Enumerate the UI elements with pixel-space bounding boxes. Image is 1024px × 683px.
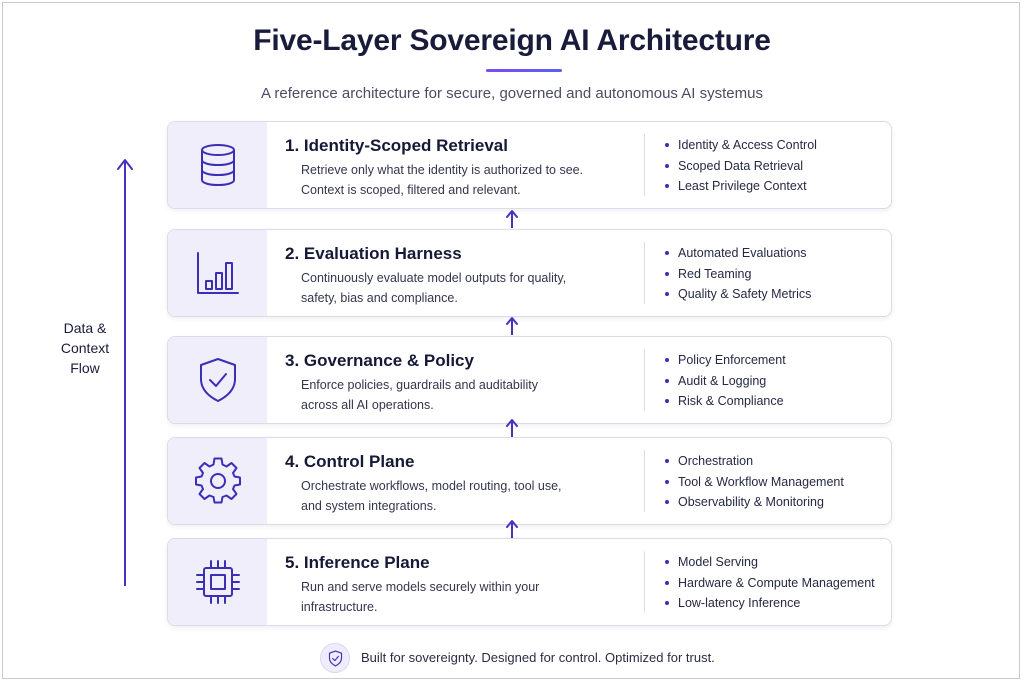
- flow-arrow-icon: [117, 159, 133, 586]
- layer-feature: Red Teaming: [662, 264, 811, 285]
- layer-feature: Orchestration: [662, 451, 844, 472]
- shield-check-icon: [328, 649, 342, 667]
- layer-divider: [644, 551, 645, 613]
- layer-description-line: infrastructure.: [301, 600, 378, 614]
- layer-feature-list: Orchestration Tool & Workflow Management…: [662, 451, 844, 513]
- layer-description-line: Retrieve only what the identity is autho…: [301, 163, 584, 177]
- layer-icon-panel: [168, 438, 267, 524]
- layer-card-governance-policy: 3. Governance & Policy Enforce policies,…: [167, 336, 892, 424]
- page-subtitle: A reference architecture for secure, gov…: [261, 85, 763, 102]
- layer-feature: Risk & Compliance: [662, 391, 786, 412]
- layer-feature: Least Privilege Context: [662, 176, 817, 197]
- layer-description: Orchestrate workflows, model routing, to…: [301, 476, 621, 516]
- arrow-up-icon: [506, 419, 518, 437]
- layer-feature: Model Serving: [662, 552, 875, 573]
- layer-description: Enforce policies, guardrails and auditab…: [301, 375, 621, 415]
- layer-feature: Identity & Access Control: [662, 135, 817, 156]
- layer-feature: Tool & Workflow Management: [662, 472, 844, 493]
- layer-feature: Scoped Data Retrieval: [662, 156, 817, 177]
- page-title: Five-Layer Sovereign AI Architecture: [253, 24, 771, 57]
- layer-description: Run and serve models securely within you…: [301, 577, 621, 617]
- layer-description-line: Continuously evaluate model outputs for …: [301, 271, 567, 285]
- shield-check-icon: [199, 358, 236, 402]
- layer-divider: [644, 450, 645, 512]
- layer-description-line: Context is scoped, filtered and relevant…: [301, 183, 521, 197]
- footer-tagline: Built for sovereignty. Designed for cont…: [361, 650, 715, 665]
- layer-card-control-plane: 4. Control Plane Orchestrate workflows, …: [167, 437, 892, 525]
- layer-feature: Observability & Monitoring: [662, 492, 844, 513]
- layer-feature-list: Identity & Access Control Scoped Data Re…: [662, 135, 817, 197]
- layer-title: 3. Governance & Policy: [285, 351, 474, 370]
- layer-feature: Hardware & Compute Management: [662, 573, 875, 594]
- layer-description-line: Enforce policies, guardrails and auditab…: [301, 378, 538, 392]
- layer-feature: Low-latency Inference: [662, 593, 875, 614]
- layer-title: 2. Evaluation Harness: [285, 244, 462, 263]
- layer-divider: [644, 349, 645, 411]
- chip-icon: [195, 560, 240, 604]
- layer-card-inference-plane: 5. Inference Plane Run and serve models …: [167, 538, 892, 626]
- layer-feature: Policy Enforcement: [662, 350, 786, 371]
- layer-description-line: safety, bias and compliance.: [301, 291, 458, 305]
- layer-card-identity-scoped-retrieval: 1. Identity-Scoped Retrieval Retrieve on…: [167, 121, 892, 209]
- flow-label: Data & Context Flow: [40, 318, 130, 378]
- flow-label-line: Flow: [70, 360, 100, 376]
- arrow-up-icon: [506, 317, 518, 335]
- bar-chart-icon: [196, 252, 239, 294]
- layer-feature: Quality & Safety Metrics: [662, 284, 811, 305]
- layer-feature: Audit & Logging: [662, 371, 786, 392]
- layer-icon-panel: [168, 337, 267, 423]
- layer-title: 1. Identity-Scoped Retrieval: [285, 136, 508, 155]
- layer-description-line: and system integrations.: [301, 499, 437, 513]
- footer-badge: [320, 643, 350, 673]
- layer-divider: [644, 242, 645, 304]
- layer-description-line: Orchestrate workflows, model routing, to…: [301, 479, 562, 493]
- layer-description-line: Run and serve models securely within you…: [301, 580, 540, 594]
- flow-label-line: Context: [60, 340, 110, 356]
- layer-icon-panel: [168, 539, 267, 625]
- arrow-up-icon: [506, 210, 518, 228]
- database-icon: [200, 144, 235, 187]
- layer-description: Retrieve only what the identity is autho…: [301, 160, 621, 200]
- layer-description: Continuously evaluate model outputs for …: [301, 268, 621, 308]
- layer-feature-list: Model Serving Hardware & Compute Managem…: [662, 552, 875, 614]
- layer-icon-panel: [168, 230, 267, 316]
- layer-title: 4. Control Plane: [285, 452, 415, 471]
- layer-description-line: across all AI operations.: [301, 398, 434, 412]
- layer-icon-panel: [168, 122, 267, 208]
- arrow-up-icon: [506, 520, 518, 538]
- layer-feature-list: Policy Enforcement Audit & Logging Risk …: [662, 350, 786, 412]
- layer-feature-list: Automated Evaluations Red Teaming Qualit…: [662, 243, 811, 305]
- layer-feature: Automated Evaluations: [662, 243, 811, 264]
- title-underline: [486, 69, 562, 72]
- layer-title: 5. Inference Plane: [285, 553, 430, 572]
- layer-card-evaluation-harness: 2. Evaluation Harness Continuously evalu…: [167, 229, 892, 317]
- gear-icon: [194, 457, 241, 504]
- layer-divider: [644, 134, 645, 196]
- flow-label-line: Data &: [63, 320, 107, 336]
